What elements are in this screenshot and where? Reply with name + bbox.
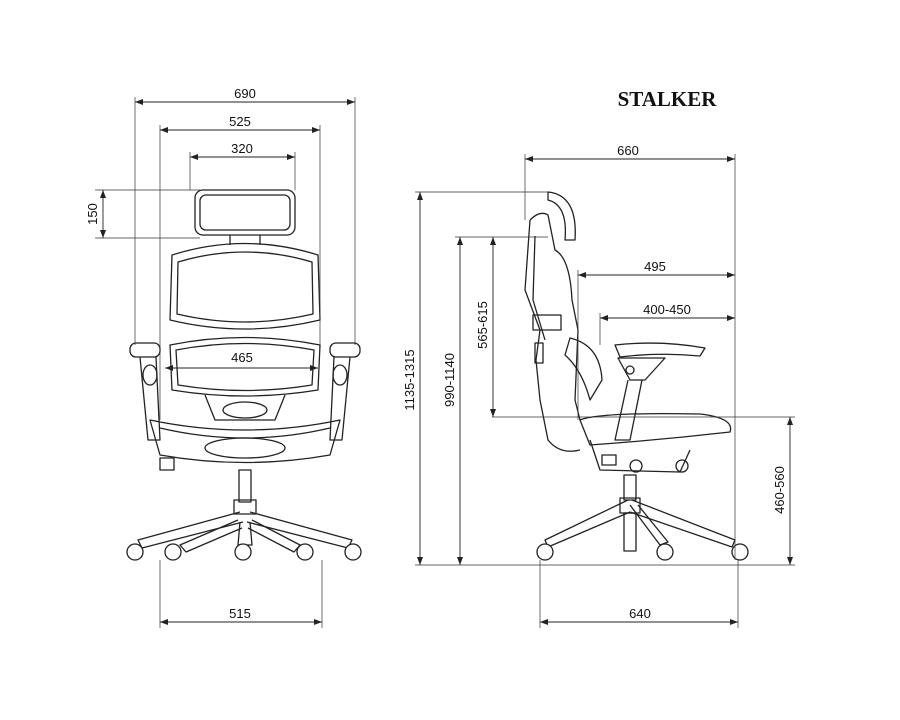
dim-headrest-height: 150 <box>85 203 100 225</box>
dim-back-height: 990-1140 <box>442 353 457 407</box>
dim-total-height: 1135-1315 <box>402 349 417 410</box>
side-view-chair <box>524 191 749 561</box>
dim-seat-height: 460-560 <box>772 466 787 514</box>
front-view-chair <box>126 189 362 561</box>
side-dimensions: 660 495 400-450 1135-1315 990-1140 565-6… <box>402 143 795 628</box>
dim-base-width: 515 <box>229 606 251 621</box>
product-title: STALKER <box>618 87 718 111</box>
dim-seat-width: 465 <box>231 350 253 365</box>
dim-back-to-front: 495 <box>644 259 666 274</box>
dim-overall-depth: 660 <box>617 143 639 158</box>
front-dimensions: 690 525 320 150 465 515 <box>85 86 356 628</box>
dim-backrest-height: 565-615 <box>475 301 490 349</box>
dim-base-depth: 640 <box>629 606 651 621</box>
dim-headrest-width: 320 <box>231 141 253 156</box>
dim-armrest-depth: 400-450 <box>643 302 691 317</box>
dim-armrest-width: 525 <box>229 114 251 129</box>
dim-overall-width: 690 <box>234 86 256 101</box>
